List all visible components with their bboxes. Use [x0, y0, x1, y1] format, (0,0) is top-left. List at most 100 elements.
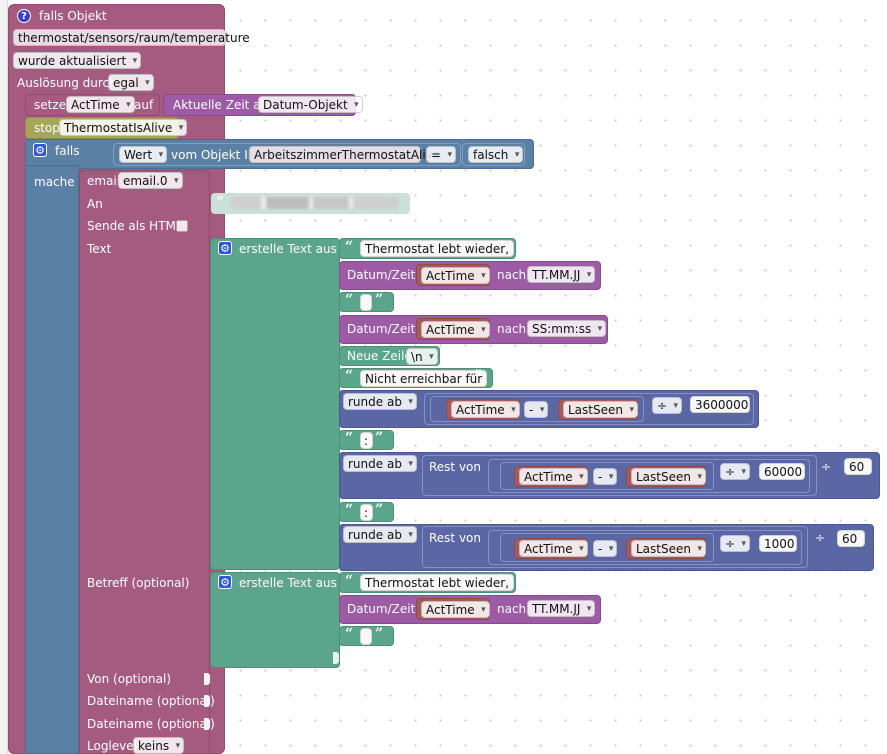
- help-icon[interactable]: ?: [17, 9, 31, 23]
- from-input-slot[interactable]: [204, 673, 210, 685]
- sixty-field[interactable]: 60: [837, 530, 865, 547]
- hours-divisor-field[interactable]: 3600000: [690, 396, 750, 413]
- text-gear-icon[interactable]: ⚙: [218, 241, 232, 255]
- time-var-dropdown[interactable]: ActTime: [421, 321, 490, 339]
- quote-open-icon: “: [345, 368, 354, 384]
- colon-text-field[interactable]: :: [360, 504, 373, 521]
- subject-space-field[interactable]: [360, 628, 372, 645]
- quote-open-icon: “: [345, 502, 354, 518]
- value-dropdown[interactable]: Wert: [119, 146, 168, 164]
- acttime-dropdown[interactable]: ActTime: [451, 401, 520, 419]
- set-label: setze: [34, 98, 67, 112]
- quote-close-icon: ”: [496, 573, 505, 589]
- quote-open-icon: “: [216, 194, 225, 210]
- date-var-dropdown[interactable]: ActTime: [421, 267, 490, 285]
- operator-dropdown[interactable]: =: [426, 146, 457, 164]
- minus-dropdown[interactable]: -: [593, 540, 618, 558]
- of-object-label: vom Objekt ID: [171, 148, 257, 162]
- quote-open-icon: “: [345, 239, 354, 255]
- round1-dropdown[interactable]: runde ab: [343, 393, 417, 411]
- space-text-field[interactable]: [360, 294, 372, 311]
- rest-label: Rest von: [429, 531, 482, 545]
- email-label: email: [87, 174, 121, 188]
- lastseen-dropdown[interactable]: LastSeen: [631, 540, 706, 558]
- date-format-dropdown[interactable]: TT.MM.JJ: [527, 266, 596, 284]
- nach-label: nach: [497, 268, 527, 282]
- sixty-field[interactable]: 60: [844, 458, 872, 475]
- quote-close-icon: ”: [375, 502, 384, 518]
- divide-dropdown[interactable]: ÷: [720, 463, 751, 481]
- subject-empty-slot[interactable]: [333, 652, 339, 664]
- rest-label: Rest von: [429, 460, 482, 474]
- date-label: Datum/Zeit: [347, 268, 416, 282]
- file1-label: Dateiname (optional): [87, 694, 215, 708]
- acttime-dropdown[interactable]: ActTime: [519, 468, 588, 486]
- quote-open-icon: “: [345, 430, 354, 446]
- if-block-spine: [25, 165, 79, 754]
- subject-join-block[interactable]: [210, 572, 340, 668]
- object-id-field[interactable]: thermostat/sensors/raum/temperature: [13, 29, 250, 46]
- subject-line1-field[interactable]: Thermostat lebt wieder,: [360, 574, 515, 591]
- subject-date-label: Datum/Zeit: [347, 602, 416, 616]
- from-label: Von (optional): [87, 672, 172, 686]
- time-format-dropdown[interactable]: Datum-Objekt: [258, 96, 363, 114]
- stop-label: stop: [34, 121, 60, 135]
- unreachable-text-field[interactable]: Nicht erreichbar für: [360, 370, 488, 387]
- if-gear-icon[interactable]: ⚙: [33, 143, 47, 157]
- minutes-divisor-field[interactable]: 60000: [759, 463, 805, 480]
- file1-input-slot[interactable]: [204, 695, 210, 707]
- html-checkbox[interactable]: [176, 220, 188, 232]
- subject-label: Betreff (optional): [87, 576, 190, 590]
- alive-object-field[interactable]: ArbeitszimmerThermostatAlive: [249, 146, 440, 163]
- email-block[interactable]: [79, 170, 210, 754]
- newline-label: Neue Zeile: [347, 349, 412, 363]
- minus-dropdown[interactable]: -: [524, 401, 549, 419]
- quote-close-icon: ”: [474, 368, 483, 384]
- divide2-label: ÷: [821, 460, 832, 474]
- seconds-divisor-field[interactable]: 1000: [759, 535, 797, 552]
- email-instance-dropdown[interactable]: email.0: [118, 172, 183, 190]
- divide2-label: ÷: [815, 531, 826, 545]
- time-label: Datum/Zeit: [347, 322, 416, 336]
- quote-open-icon: “: [345, 626, 354, 642]
- quote-open-icon: “: [345, 292, 354, 308]
- recipient-blurred: [231, 197, 399, 209]
- text-line1-field[interactable]: Thermostat lebt wieder,: [360, 240, 515, 257]
- lastseen-dropdown[interactable]: LastSeen: [631, 468, 706, 486]
- divide-dropdown[interactable]: ÷: [720, 535, 751, 553]
- text-join-block[interactable]: [210, 238, 340, 570]
- quote-open-icon: “: [345, 573, 354, 589]
- minus-dropdown[interactable]: -: [593, 468, 618, 486]
- lastseen-dropdown[interactable]: LastSeen: [563, 401, 638, 419]
- loglevel-label: Loglevel: [87, 739, 137, 753]
- text-label: Text: [87, 242, 112, 256]
- subject-gear-icon[interactable]: ⚙: [218, 575, 232, 589]
- subject-create-label: erstelle Text aus: [239, 576, 337, 590]
- file2-label: Dateiname (optional): [87, 717, 215, 731]
- if-label: falls: [55, 144, 80, 158]
- auf-label: auf: [134, 98, 154, 112]
- current-time-label: Aktuelle Zeit als: [173, 98, 271, 112]
- to-label: An: [87, 197, 103, 211]
- set-variable-dropdown[interactable]: ActTime: [66, 96, 135, 114]
- acttime-dropdown[interactable]: ActTime: [519, 540, 588, 558]
- newline-dropdown[interactable]: \n: [406, 348, 438, 366]
- timer-dropdown[interactable]: ThermostatIsAlive: [59, 119, 188, 137]
- subject-date-format-dropdown[interactable]: TT.MM.JJ: [527, 600, 596, 618]
- round3-dropdown[interactable]: runde ab: [343, 526, 417, 544]
- subject-date-var-dropdown[interactable]: ActTime: [421, 601, 490, 619]
- do-label: mache: [34, 175, 75, 189]
- trigger-by-dropdown[interactable]: egal: [108, 74, 154, 92]
- trigger-by-label: Auslösung durch: [17, 76, 117, 90]
- file2-input-slot[interactable]: [204, 718, 210, 730]
- divide-dropdown[interactable]: ÷: [652, 397, 683, 415]
- workspace-edge: [0, 0, 8, 754]
- colon-text-field[interactable]: :: [360, 432, 373, 449]
- loglevel-dropdown[interactable]: keins: [133, 737, 185, 754]
- event-dropdown[interactable]: wurde aktualisiert: [13, 52, 142, 70]
- quote-close-icon: ”: [375, 292, 384, 308]
- time-format-dropdown[interactable]: SS:mm:ss: [527, 320, 607, 338]
- boolean-dropdown[interactable]: falsch: [468, 146, 524, 164]
- html-label: Sende als HTML: [87, 219, 183, 233]
- round2-dropdown[interactable]: runde ab: [343, 455, 417, 473]
